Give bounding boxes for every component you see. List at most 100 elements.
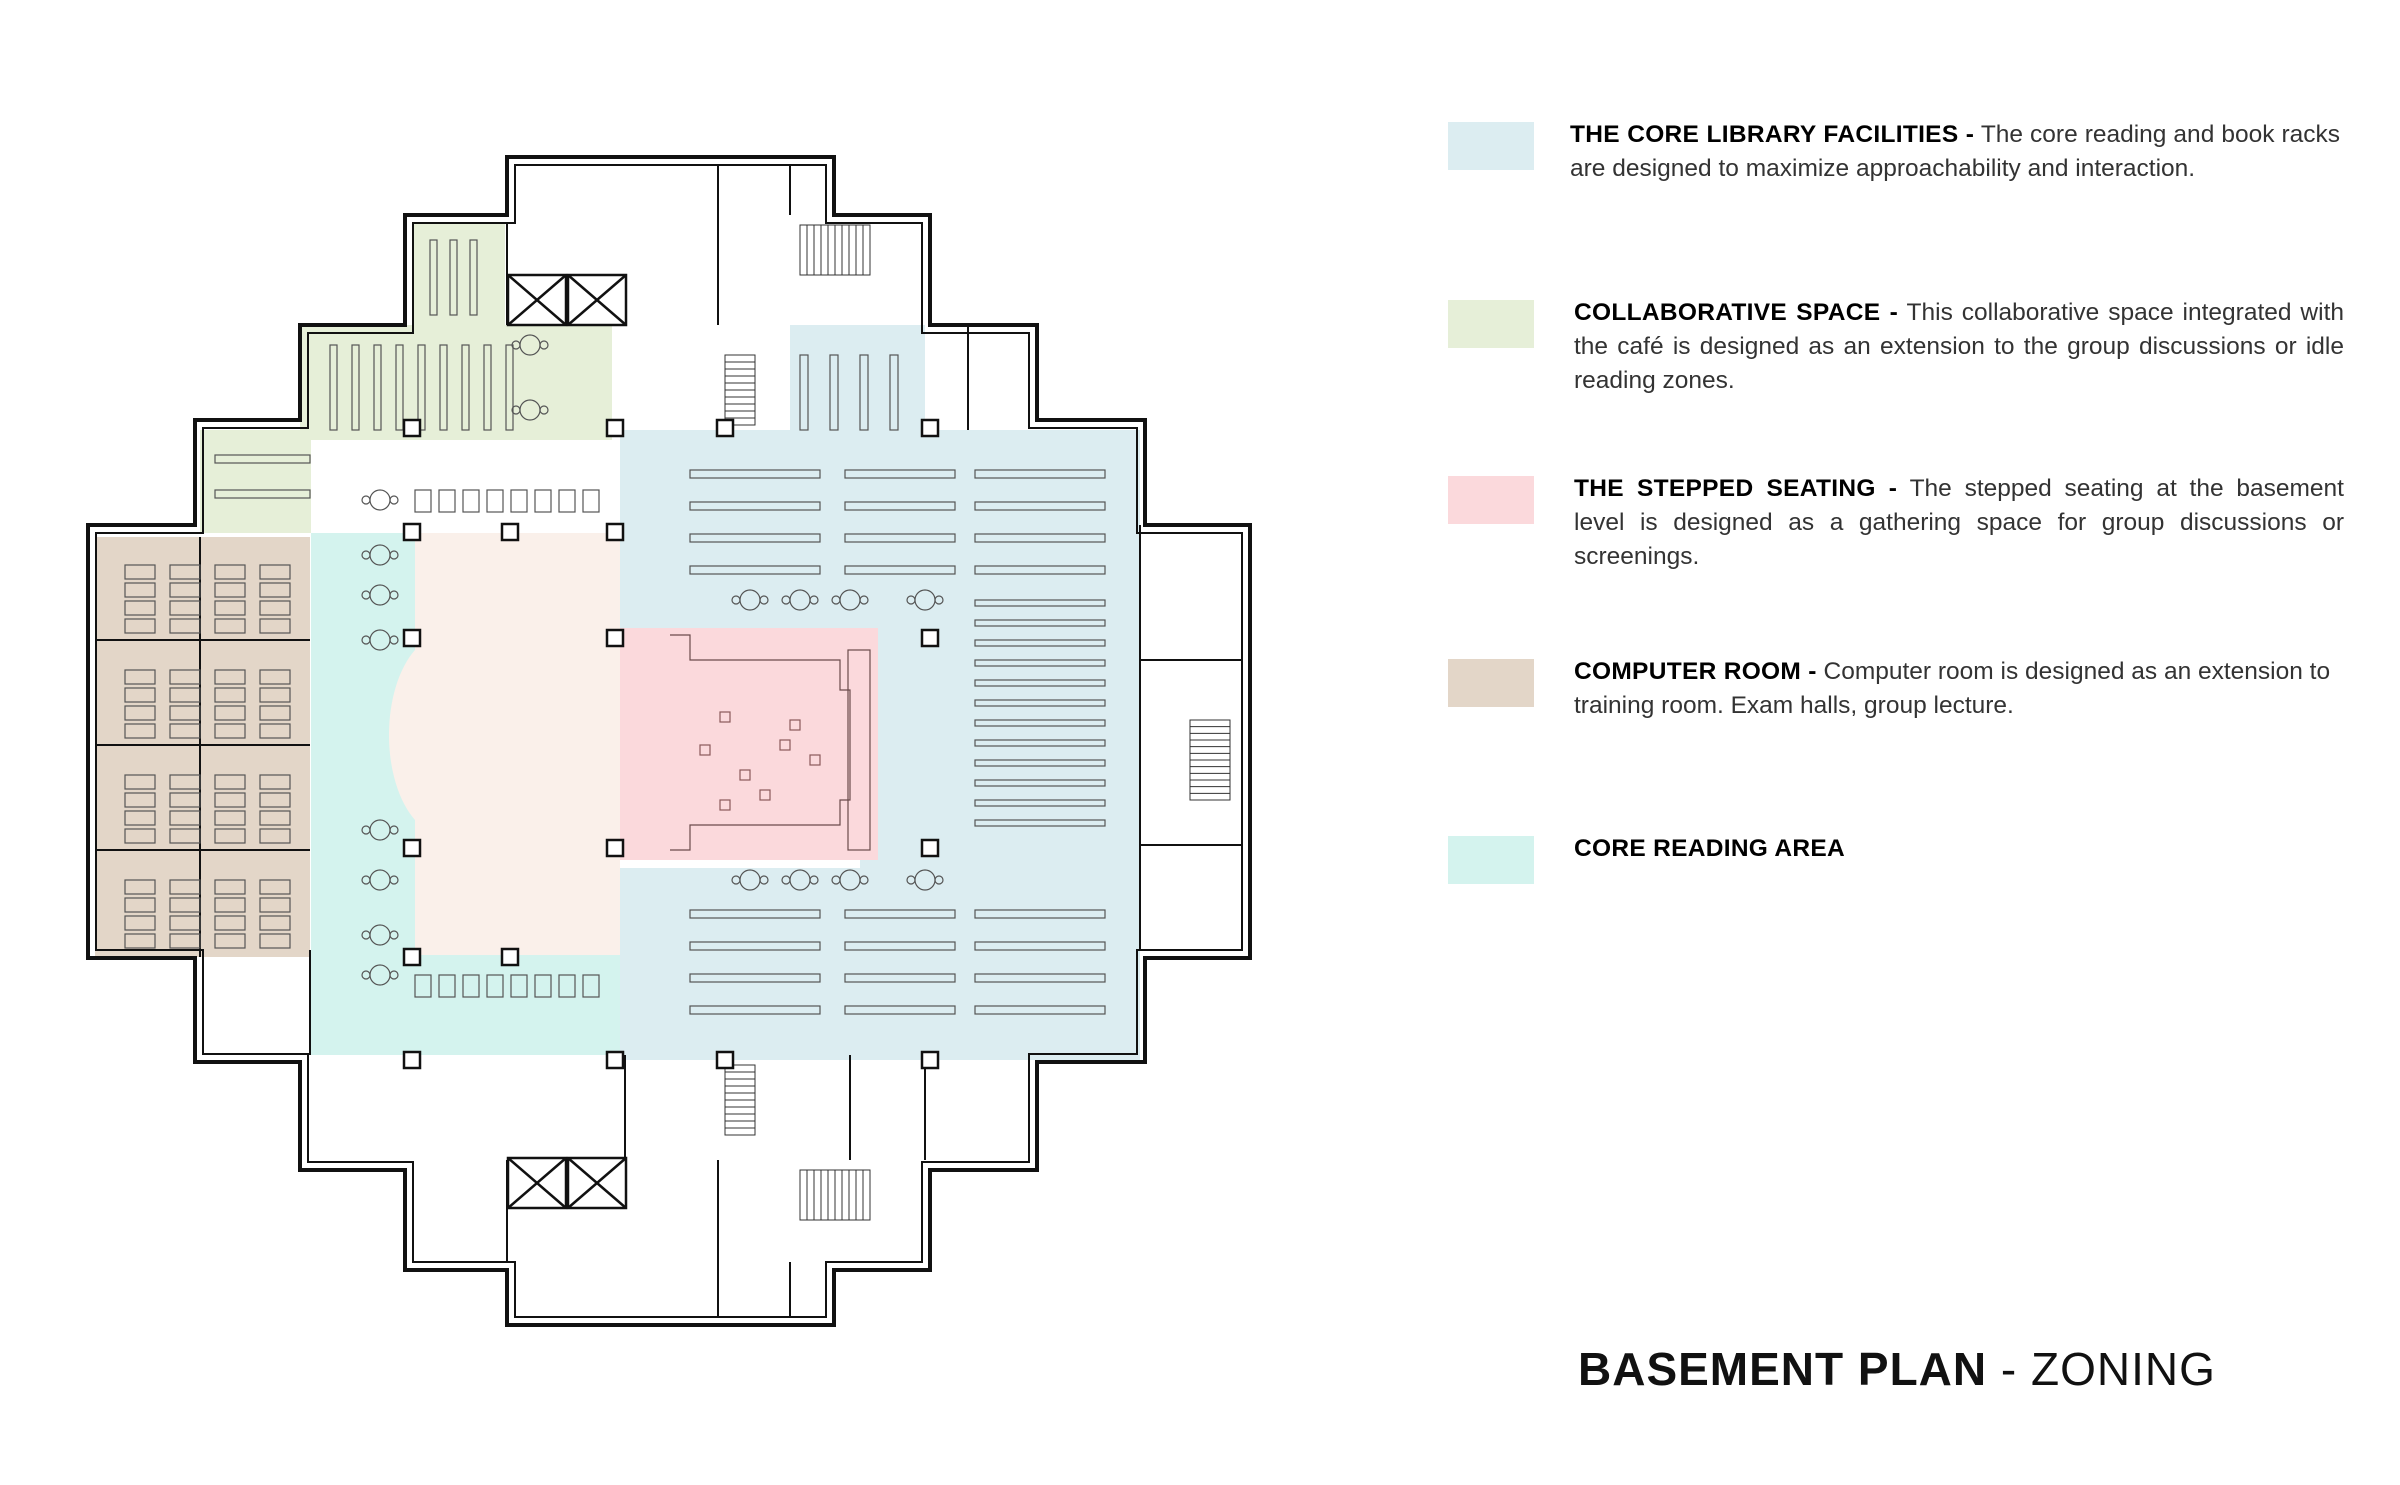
computer-desk xyxy=(259,810,291,826)
book-rack xyxy=(974,759,1106,767)
book-rack xyxy=(974,819,1106,827)
book-rack xyxy=(417,344,426,431)
book-rack xyxy=(974,469,1106,479)
legend-swatch xyxy=(1448,122,1534,170)
table xyxy=(369,489,391,511)
seat xyxy=(534,974,552,998)
computer-desk xyxy=(169,600,201,616)
seat xyxy=(558,974,576,998)
chair xyxy=(389,970,399,980)
chair xyxy=(389,550,399,560)
seat xyxy=(582,974,600,998)
chair xyxy=(759,595,769,605)
legend-description: This collaborative space integrated with… xyxy=(1574,299,2344,394)
stool xyxy=(759,789,771,801)
page-title-sub: ZONING xyxy=(2031,1343,2216,1395)
book-rack xyxy=(829,354,839,431)
book-rack xyxy=(974,501,1106,511)
computer-desk xyxy=(124,792,156,808)
book-rack xyxy=(689,909,821,919)
computer-desk xyxy=(214,792,246,808)
column-icon xyxy=(605,628,625,648)
book-rack xyxy=(974,533,1106,543)
book-rack xyxy=(844,469,956,479)
page-title-separator: - xyxy=(1987,1343,2032,1395)
book-rack xyxy=(844,973,956,983)
computer-desk xyxy=(124,879,156,895)
page-title-main: BASEMENT PLAN xyxy=(1578,1343,1988,1395)
chair xyxy=(389,825,399,835)
book-rack xyxy=(214,454,311,464)
stool xyxy=(789,719,801,731)
chair xyxy=(361,930,371,940)
page-title: BASEMENT PLAN - ZONING xyxy=(1578,1342,2216,1396)
elevator-icon xyxy=(506,273,628,1210)
computer-desk xyxy=(214,774,246,790)
computer-desk xyxy=(214,582,246,598)
chair xyxy=(859,595,869,605)
computer-desk xyxy=(124,687,156,703)
book-rack xyxy=(974,1005,1106,1015)
legend-description: Computer room is designed as an extensio… xyxy=(1574,658,2331,719)
computer-desk xyxy=(124,933,156,949)
computer-desk xyxy=(259,618,291,634)
chair xyxy=(809,595,819,605)
chair xyxy=(361,875,371,885)
chair xyxy=(389,635,399,645)
zone-core-reading xyxy=(311,533,620,1055)
computer-desk xyxy=(124,705,156,721)
computer-desk xyxy=(259,828,291,844)
computer-desk xyxy=(169,705,201,721)
book-rack xyxy=(889,354,899,431)
computer-desk xyxy=(259,897,291,913)
seat xyxy=(438,974,456,998)
column-icon xyxy=(402,838,422,858)
step-edge xyxy=(847,649,871,851)
book-rack xyxy=(689,565,821,575)
book-rack xyxy=(974,659,1106,667)
chair xyxy=(361,495,371,505)
chair xyxy=(759,875,769,885)
column-icon xyxy=(402,1050,422,1070)
column-icon xyxy=(605,838,625,858)
book-rack xyxy=(974,565,1106,575)
legend-swatch xyxy=(1448,476,1534,524)
chair xyxy=(511,340,521,350)
legend-swatch xyxy=(1448,659,1534,707)
legend-heading: CORE READING AREA xyxy=(1574,835,1845,862)
book-rack xyxy=(689,1005,821,1015)
book-rack xyxy=(483,344,492,431)
seat xyxy=(486,489,504,513)
column-icon xyxy=(715,418,735,438)
seat xyxy=(462,974,480,998)
furniture xyxy=(124,239,1106,1015)
seat xyxy=(582,489,600,513)
seat xyxy=(462,489,480,513)
book-rack xyxy=(844,941,956,951)
computer-desk xyxy=(124,828,156,844)
book-rack xyxy=(689,469,821,479)
book-rack xyxy=(974,973,1106,983)
chair xyxy=(539,340,549,350)
stool xyxy=(739,769,751,781)
chair xyxy=(361,635,371,645)
column-icon xyxy=(402,947,422,967)
book-rack xyxy=(395,344,404,431)
computer-desk xyxy=(259,687,291,703)
chair xyxy=(934,595,944,605)
outer-wall xyxy=(86,155,1252,1327)
column-icon xyxy=(402,418,422,438)
seat xyxy=(438,489,456,513)
book-rack xyxy=(429,239,438,316)
seat xyxy=(534,489,552,513)
computer-desk xyxy=(214,600,246,616)
book-rack xyxy=(689,501,821,511)
computer-desk xyxy=(169,723,201,739)
computer-desk xyxy=(169,828,201,844)
computer-desk xyxy=(214,669,246,685)
chair xyxy=(934,875,944,885)
chair xyxy=(361,970,371,980)
column-icon xyxy=(920,418,940,438)
book-rack xyxy=(974,679,1106,687)
book-rack xyxy=(373,344,382,431)
